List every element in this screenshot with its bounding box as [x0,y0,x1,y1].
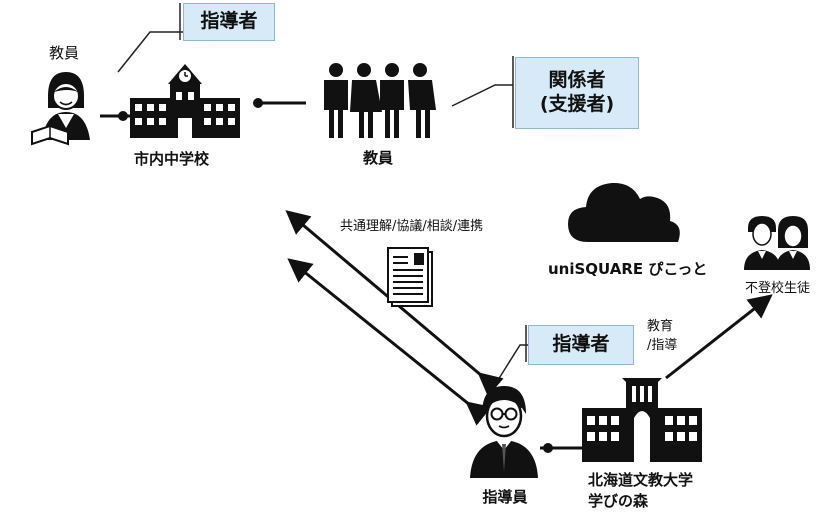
university-building-icon [582,378,702,462]
leader-top-callout [117,31,183,73]
leader-top-tag: 指導者 [183,3,275,41]
stakeholders-tag-line1: 関係者 [548,69,606,92]
teacher-top-label: 教員 [48,44,79,62]
unisquare-label: uniSQUARE ぴこっと [548,260,708,278]
education-label-line2: /指導 [647,338,678,353]
stakeholders-tag-line2: (支援者) [539,93,615,115]
teachers-group-label: 教員 [362,149,393,167]
school-teachers-link-dot [253,98,263,108]
cloud-icon [568,182,680,242]
university-label-line2: 学びの森 [588,492,649,510]
school-building-icon [130,64,240,138]
cooperation-label: 共通理解/協議/相談/連携 [340,219,484,234]
teacher-reading-icon [31,72,90,146]
teachers-group-icon [324,63,436,138]
leader-bottom-tag: 指導者 [528,325,634,365]
instructor-icon [470,386,538,478]
university-label-line1: 北海道文教大学 [588,471,694,489]
students-label: 不登校生徒 [745,281,811,296]
education-label-line1: 教育 [647,319,674,334]
school-label: 市内中学校 [134,150,210,168]
instructor-university-link-dot [543,443,553,453]
instructor-label: 指導員 [482,488,528,506]
stakeholders-callout [451,84,513,107]
arrow-lower [287,258,492,426]
students-icon [744,216,810,270]
arrow-upper [285,210,504,397]
teacher-school-link-dot [118,111,128,121]
leader-bottom-tag-text: 指導者 [552,333,610,356]
leader-top-tag-text: 指導者 [200,10,258,33]
stakeholders-tag: 関係者 (支援者) [515,57,639,129]
leader-bottom-callout [497,344,528,381]
document-icon [387,247,433,307]
arrow-to-students [665,294,773,380]
